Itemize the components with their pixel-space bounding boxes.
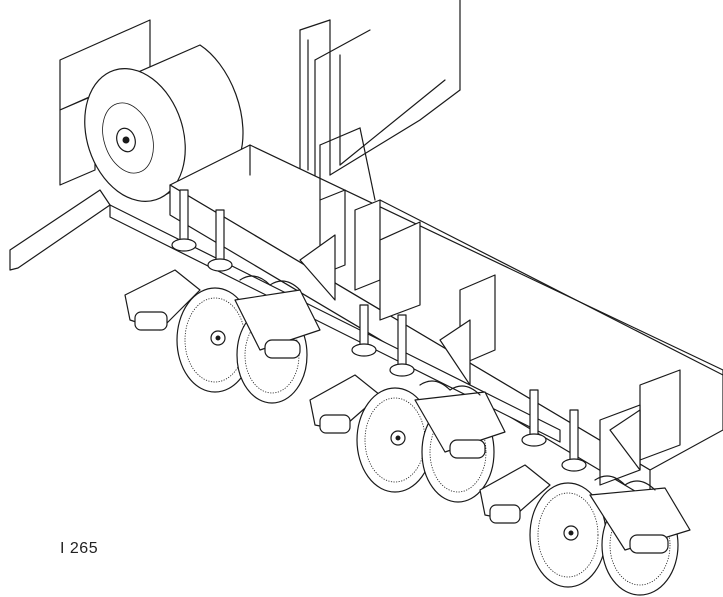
row-unit-1 xyxy=(124,189,321,404)
row-unit-2 xyxy=(309,304,506,503)
figure-number-label: I 265 xyxy=(60,540,99,557)
left-side-plate xyxy=(9,19,151,271)
hopper-frame xyxy=(299,0,461,181)
drum-roller xyxy=(84,44,244,202)
row-unit-3 xyxy=(479,389,691,596)
gussets xyxy=(299,234,641,471)
